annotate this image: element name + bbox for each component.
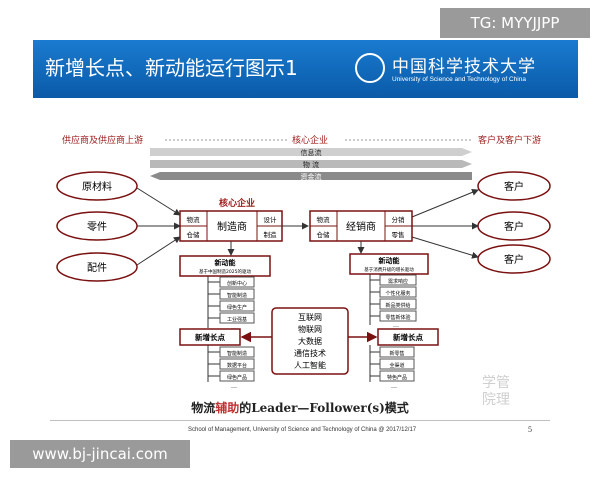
caption-post: 的Leader—Follower(s)模式 (239, 401, 409, 415)
svg-text:设计: 设计 (264, 215, 278, 224)
customer-2: 客户 (477, 211, 551, 241)
supplier-parts: 零件 (56, 211, 138, 241)
caption-highlight: 辅助 (215, 401, 240, 415)
svg-text:新零售: 新零售 (389, 350, 404, 357)
watermark-top: TG: MYYJJPP (440, 8, 590, 38)
zone-label-center: 核心企业 (292, 136, 329, 146)
logistics-flow-bar: 物 流 (150, 160, 472, 169)
supplier-accessories: 配件 (56, 252, 138, 282)
svg-text:物流: 物流 (317, 215, 331, 224)
svg-text:绿色生产: 绿色生产 (227, 304, 247, 311)
svg-text:客户: 客户 (504, 220, 524, 233)
svg-text:资金流: 资金流 (301, 172, 322, 181)
slide-footer: School of Management, University of Scie… (188, 427, 417, 433)
svg-text:…: … (391, 383, 397, 390)
right-new-energy-list: 需求响应 个性化服务 新品类供给 零售新体验 … (370, 274, 417, 329)
svg-text:客户: 客户 (504, 180, 524, 193)
information-flow-bar: 信息流 (150, 148, 472, 157)
svg-text:新增长点: 新增长点 (195, 332, 225, 342)
svg-text:智能制造: 智能制造 (227, 292, 247, 299)
svg-text:基于中国制造2025的驱动: 基于中国制造2025的驱动 (199, 268, 251, 275)
svg-text:制造: 制造 (264, 230, 278, 239)
svg-text:零件: 零件 (87, 221, 107, 233)
right-growth-box: 新增长点 (377, 328, 439, 346)
right-new-energy-box: 新动能 基于消费升级的增长驱动 (349, 253, 429, 275)
core-enterprise-label: 核心企业 (219, 197, 255, 209)
zone-label-left: 供应商及供应商上游 (62, 136, 144, 146)
zone-label-right: 客户及客户下游 (478, 136, 542, 146)
svg-text:个性化服务: 个性化服务 (385, 290, 410, 297)
svg-text:…: … (231, 324, 237, 331)
left-growth-box: 新增长点 (179, 328, 241, 346)
svg-text:配件: 配件 (87, 262, 107, 274)
left-new-energy-box: 新动能 基于中国制造2025的驱动 (179, 255, 271, 277)
left-new-energy-list: 创新中心 智能制造 绿色生产 工业强基 … (208, 276, 255, 331)
svg-text:分销: 分销 (392, 215, 406, 224)
svg-text:数据平台: 数据平台 (227, 362, 247, 369)
svg-text:…: … (393, 322, 399, 329)
svg-text:大数据: 大数据 (298, 336, 322, 346)
svg-text:零售: 零售 (392, 230, 405, 239)
svg-text:人工智能: 人工智能 (294, 360, 326, 370)
svg-text:原材料: 原材料 (82, 180, 112, 193)
slide-title: 新增长点、新动能运行图示1 (45, 56, 298, 80)
customer-1: 客户 (477, 171, 551, 201)
svg-text:互联网: 互联网 (298, 313, 322, 322)
svg-text:新品类供给: 新品类供给 (385, 302, 410, 309)
svg-text:需求响应: 需求响应 (388, 278, 408, 285)
capital-flow-bar: 资金流 (150, 172, 472, 181)
svg-text:信息流: 信息流 (301, 148, 322, 157)
svg-text:智能制造: 智能制造 (227, 350, 247, 357)
distributor-box: 物流 仓储 经销商 分销 零售 (309, 210, 413, 242)
university-logo-en: University of Science and Technology of … (392, 76, 526, 83)
svg-text:制造商: 制造商 (217, 220, 247, 233)
footer-divider (50, 420, 550, 421)
supplier-raw-material: 原材料 (56, 171, 138, 201)
svg-text:客户: 客户 (504, 253, 524, 266)
svg-text:物联网: 物联网 (298, 324, 322, 334)
svg-text:物 流: 物 流 (303, 160, 319, 169)
right-growth-list: 新零售 全渠道 特色产品 … (370, 346, 415, 390)
svg-text:工业强基: 工业强基 (227, 316, 247, 323)
svg-text:基于消费升级的增长驱动: 基于消费升级的增长驱动 (364, 266, 414, 273)
svg-text:全渠道: 全渠道 (389, 362, 404, 369)
left-growth-list: 智能制造 数据平台 绿色产品 … (208, 346, 255, 390)
svg-text:创新中心: 创新中心 (227, 280, 247, 287)
svg-text:经销商: 经销商 (346, 220, 376, 233)
caption-pre: 物流 (191, 401, 216, 415)
tech-center-box: 互联网 物联网 大数据 通信技术 人工智能 (271, 307, 349, 375)
slide-header (33, 40, 578, 98)
svg-text:…: … (231, 383, 237, 390)
svg-text:零售新体验: 零售新体验 (385, 314, 410, 321)
manufacturer-box: 物流 仓储 制造商 设计 制造 (179, 210, 283, 242)
diagram-caption: 物流辅助的Leader—Follower(s)模式 (0, 399, 600, 416)
customer-3: 客户 (477, 244, 551, 274)
watermark-bottom: www.bj-jincai.com (10, 440, 190, 468)
svg-text:新动能: 新动能 (379, 256, 400, 265)
svg-text:新增长点: 新增长点 (393, 332, 423, 342)
svg-text:仓储: 仓储 (187, 230, 201, 239)
svg-text:仓储: 仓储 (317, 230, 331, 239)
svg-text:绿色产品: 绿色产品 (227, 374, 247, 381)
svg-text:物流: 物流 (187, 215, 201, 224)
school-stamp: 学管院理 (482, 375, 510, 408)
svg-text:通信技术: 通信技术 (294, 348, 326, 358)
svg-text:新动能: 新动能 (215, 258, 236, 267)
svg-text:特色产品: 特色产品 (387, 374, 407, 381)
ustc-seal-icon (355, 53, 385, 83)
page-number: 5 (528, 425, 532, 434)
university-logo-cn: 中国科学技术大学 (392, 57, 536, 77)
